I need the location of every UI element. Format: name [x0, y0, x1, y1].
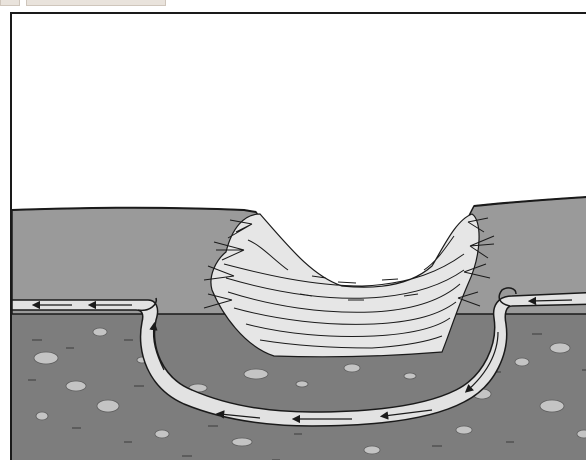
- diagram-frame: [10, 12, 586, 460]
- corner-tab: [26, 0, 166, 6]
- corner-tab: [0, 0, 20, 6]
- cross-section-diagram: [12, 14, 586, 460]
